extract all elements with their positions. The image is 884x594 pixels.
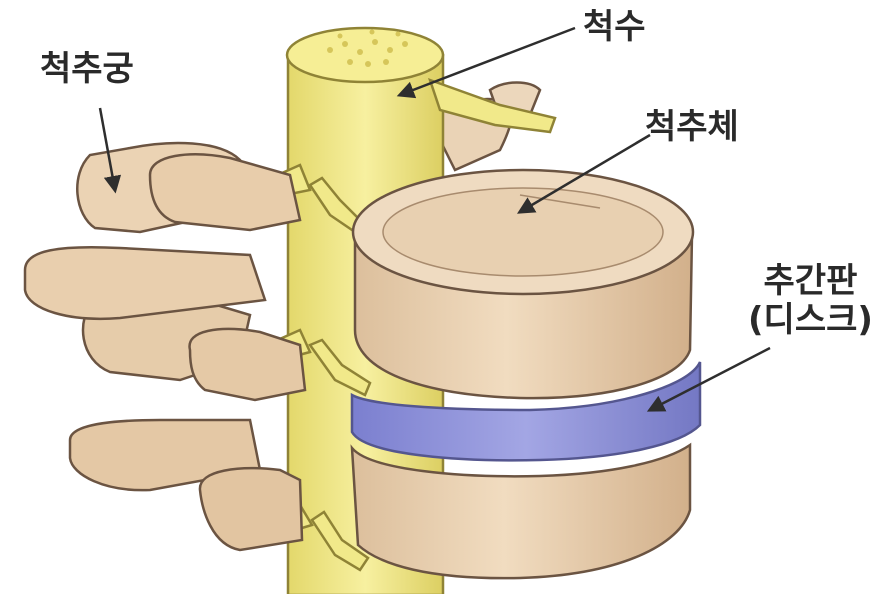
label-vertebral-arch: 척추궁 — [40, 50, 134, 89]
label-disc-line1: 추간판 — [748, 262, 873, 301]
label-disc-line2: (디스크) — [748, 301, 873, 340]
label-spinal-cord: 척수 — [583, 8, 646, 47]
label-vertebral-body: 척추체 — [645, 108, 739, 147]
label-intervertebral-disc: 추간판 (디스크) — [748, 262, 873, 340]
vertebral-body — [353, 170, 693, 398]
